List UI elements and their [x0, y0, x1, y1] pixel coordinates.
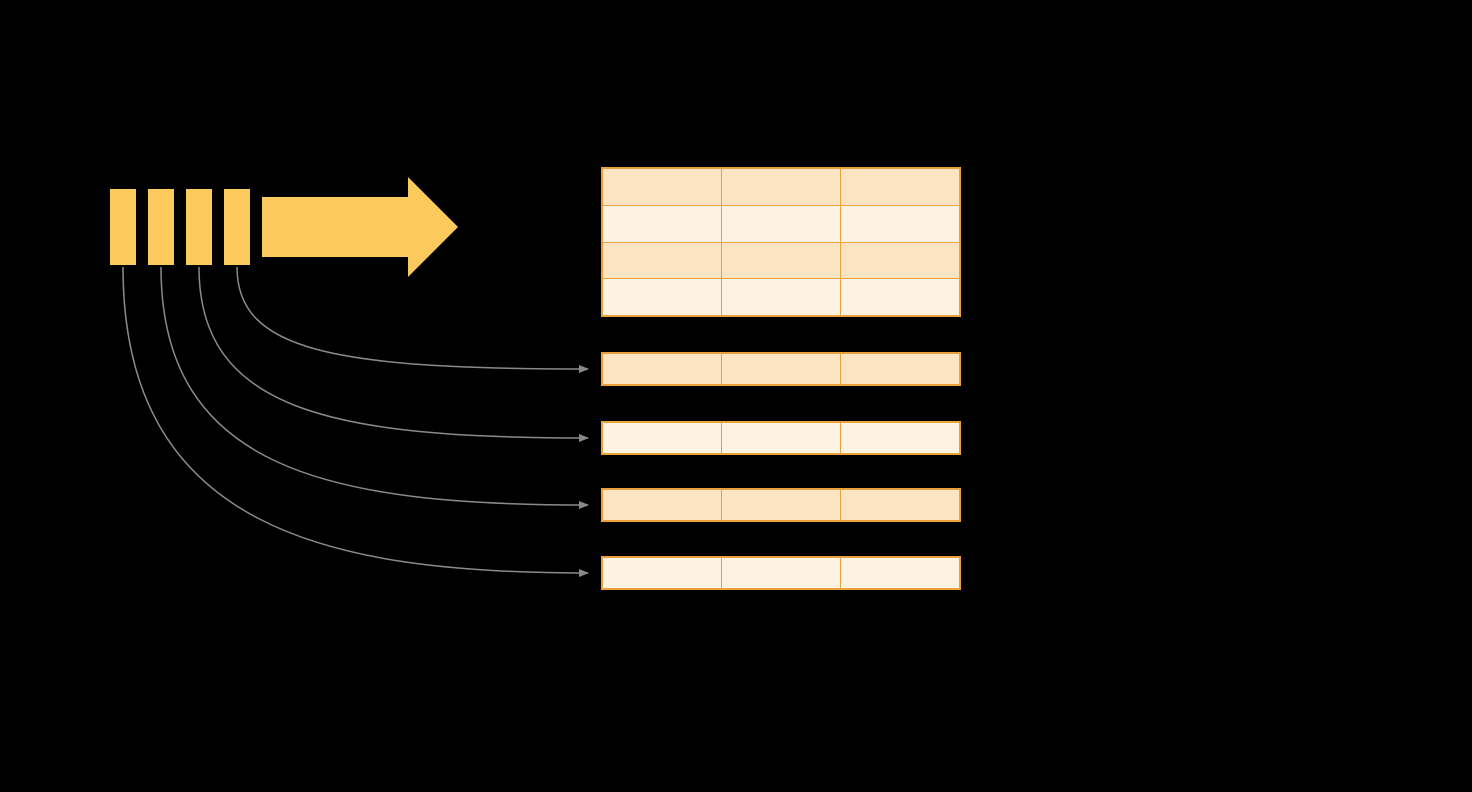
- row-table-3: [601, 488, 961, 522]
- table-cell: [603, 169, 721, 205]
- stream-bar-3: [186, 189, 212, 265]
- table-cell: [722, 423, 840, 453]
- table-cell: [841, 279, 959, 315]
- table-cell: [722, 558, 840, 588]
- stream-bar-2: [148, 189, 174, 265]
- table-cell: [603, 423, 721, 453]
- table-cell: [841, 490, 959, 520]
- table-cell: [722, 490, 840, 520]
- table-cell: [841, 558, 959, 588]
- row-table-4: [601, 556, 961, 590]
- stream-bar-4: [224, 189, 250, 265]
- table-cell: [841, 205, 959, 242]
- connector-arrow-1: [236, 266, 589, 373]
- table-cell: [603, 279, 721, 315]
- table-cell: [722, 205, 840, 242]
- table-cell: [603, 490, 721, 520]
- connector-arrows: [122, 266, 589, 577]
- table-cell: [841, 423, 959, 453]
- flow-arrow-icon: [262, 177, 458, 277]
- table-cell: [841, 169, 959, 205]
- row-table-2: [601, 421, 961, 455]
- table-cell: [841, 242, 959, 279]
- stream-bar-1: [110, 189, 136, 265]
- connector-arrow-3: [160, 266, 589, 509]
- table-cell: [603, 205, 721, 242]
- table-cell: [722, 354, 840, 384]
- table-cell: [603, 354, 721, 384]
- connector-arrow-4: [122, 266, 589, 577]
- table-cell: [722, 279, 840, 315]
- table-cell: [603, 242, 721, 279]
- connector-arrow-2: [198, 266, 589, 442]
- row-table-1: [601, 352, 961, 386]
- batch-table: [601, 167, 961, 317]
- table-cell: [722, 169, 840, 205]
- table-cell: [722, 242, 840, 279]
- table-cell: [841, 354, 959, 384]
- table-cell: [603, 558, 721, 588]
